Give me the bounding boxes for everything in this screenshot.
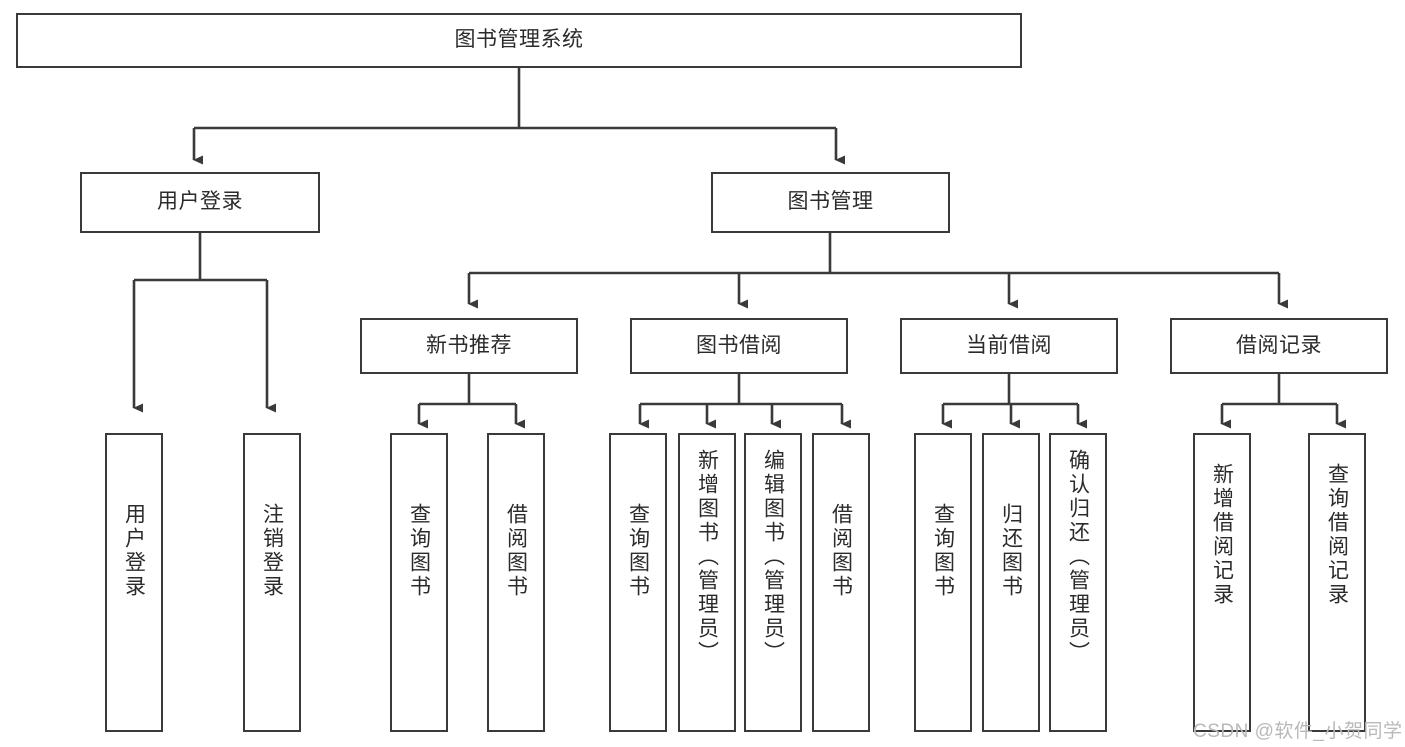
leaf-user-login-sign-in[interactable]: 用户登录 <box>105 433 163 732</box>
node-label: 确认归还（管理员） <box>1066 449 1090 665</box>
node-borrow-record[interactable]: 借阅记录 <box>1170 318 1388 374</box>
leaf-new-book-borrow-books[interactable]: 借阅图书 <box>487 433 545 732</box>
node-current-borrow[interactable]: 当前借阅 <box>900 318 1118 374</box>
leaf-current-borrow-return-books[interactable]: 归还图书 <box>982 433 1040 732</box>
node-label: 新增图书（管理员） <box>695 449 719 665</box>
node-label: 当前借阅 <box>966 333 1052 357</box>
node-label: 查询图书 <box>626 503 650 599</box>
leaf-book-borrow-edit-book-admin[interactable]: 编辑图书（管理员） <box>744 433 802 732</box>
node-label: 借阅图书 <box>829 503 853 599</box>
node-label: 查询借阅记录 <box>1325 463 1349 607</box>
node-label: 归还图书 <box>999 503 1023 599</box>
node-label: 查询图书 <box>931 503 955 599</box>
node-new-book-recommend[interactable]: 新书推荐 <box>360 318 578 374</box>
leaf-book-borrow-query-books[interactable]: 查询图书 <box>609 433 667 732</box>
node-label: 新增借阅记录 <box>1210 463 1234 607</box>
node-label: 借阅图书 <box>504 503 528 599</box>
leaf-book-borrow-add-book-admin[interactable]: 新增图书（管理员） <box>678 433 736 732</box>
node-label: 借阅记录 <box>1236 333 1322 357</box>
node-label: 图书管理 <box>787 190 874 214</box>
node-book-management[interactable]: 图书管理 <box>711 172 950 233</box>
node-user-login[interactable]: 用户登录 <box>80 172 320 233</box>
leaf-new-book-query-books[interactable]: 查询图书 <box>390 433 448 732</box>
leaf-book-borrow-borrow-books[interactable]: 借阅图书 <box>812 433 870 732</box>
node-label: 编辑图书（管理员） <box>761 449 785 665</box>
csdn-watermark: CSDN @软件_小贺同学 <box>1193 721 1403 742</box>
node-label: 查询图书 <box>407 503 431 599</box>
node-root-book-management-system[interactable]: 图书管理系统 <box>16 13 1022 68</box>
leaf-user-login-sign-out[interactable]: 注销登录 <box>243 433 301 732</box>
node-book-borrow[interactable]: 图书借阅 <box>630 318 848 374</box>
leaf-current-borrow-confirm-return-admin[interactable]: 确认归还（管理员） <box>1049 433 1107 732</box>
leaf-borrow-record-query-record[interactable]: 查询借阅记录 <box>1308 433 1366 732</box>
node-label: 注销登录 <box>260 503 284 599</box>
node-label: 用户登录 <box>122 503 146 599</box>
node-label: 新书推荐 <box>426 333 512 357</box>
node-label: 用户登录 <box>157 190 243 214</box>
node-label: 图书借阅 <box>696 333 782 357</box>
node-label: 图书管理系统 <box>454 28 584 52</box>
leaf-borrow-record-add-record[interactable]: 新增借阅记录 <box>1193 433 1251 732</box>
leaf-current-borrow-query-books[interactable]: 查询图书 <box>914 433 972 732</box>
